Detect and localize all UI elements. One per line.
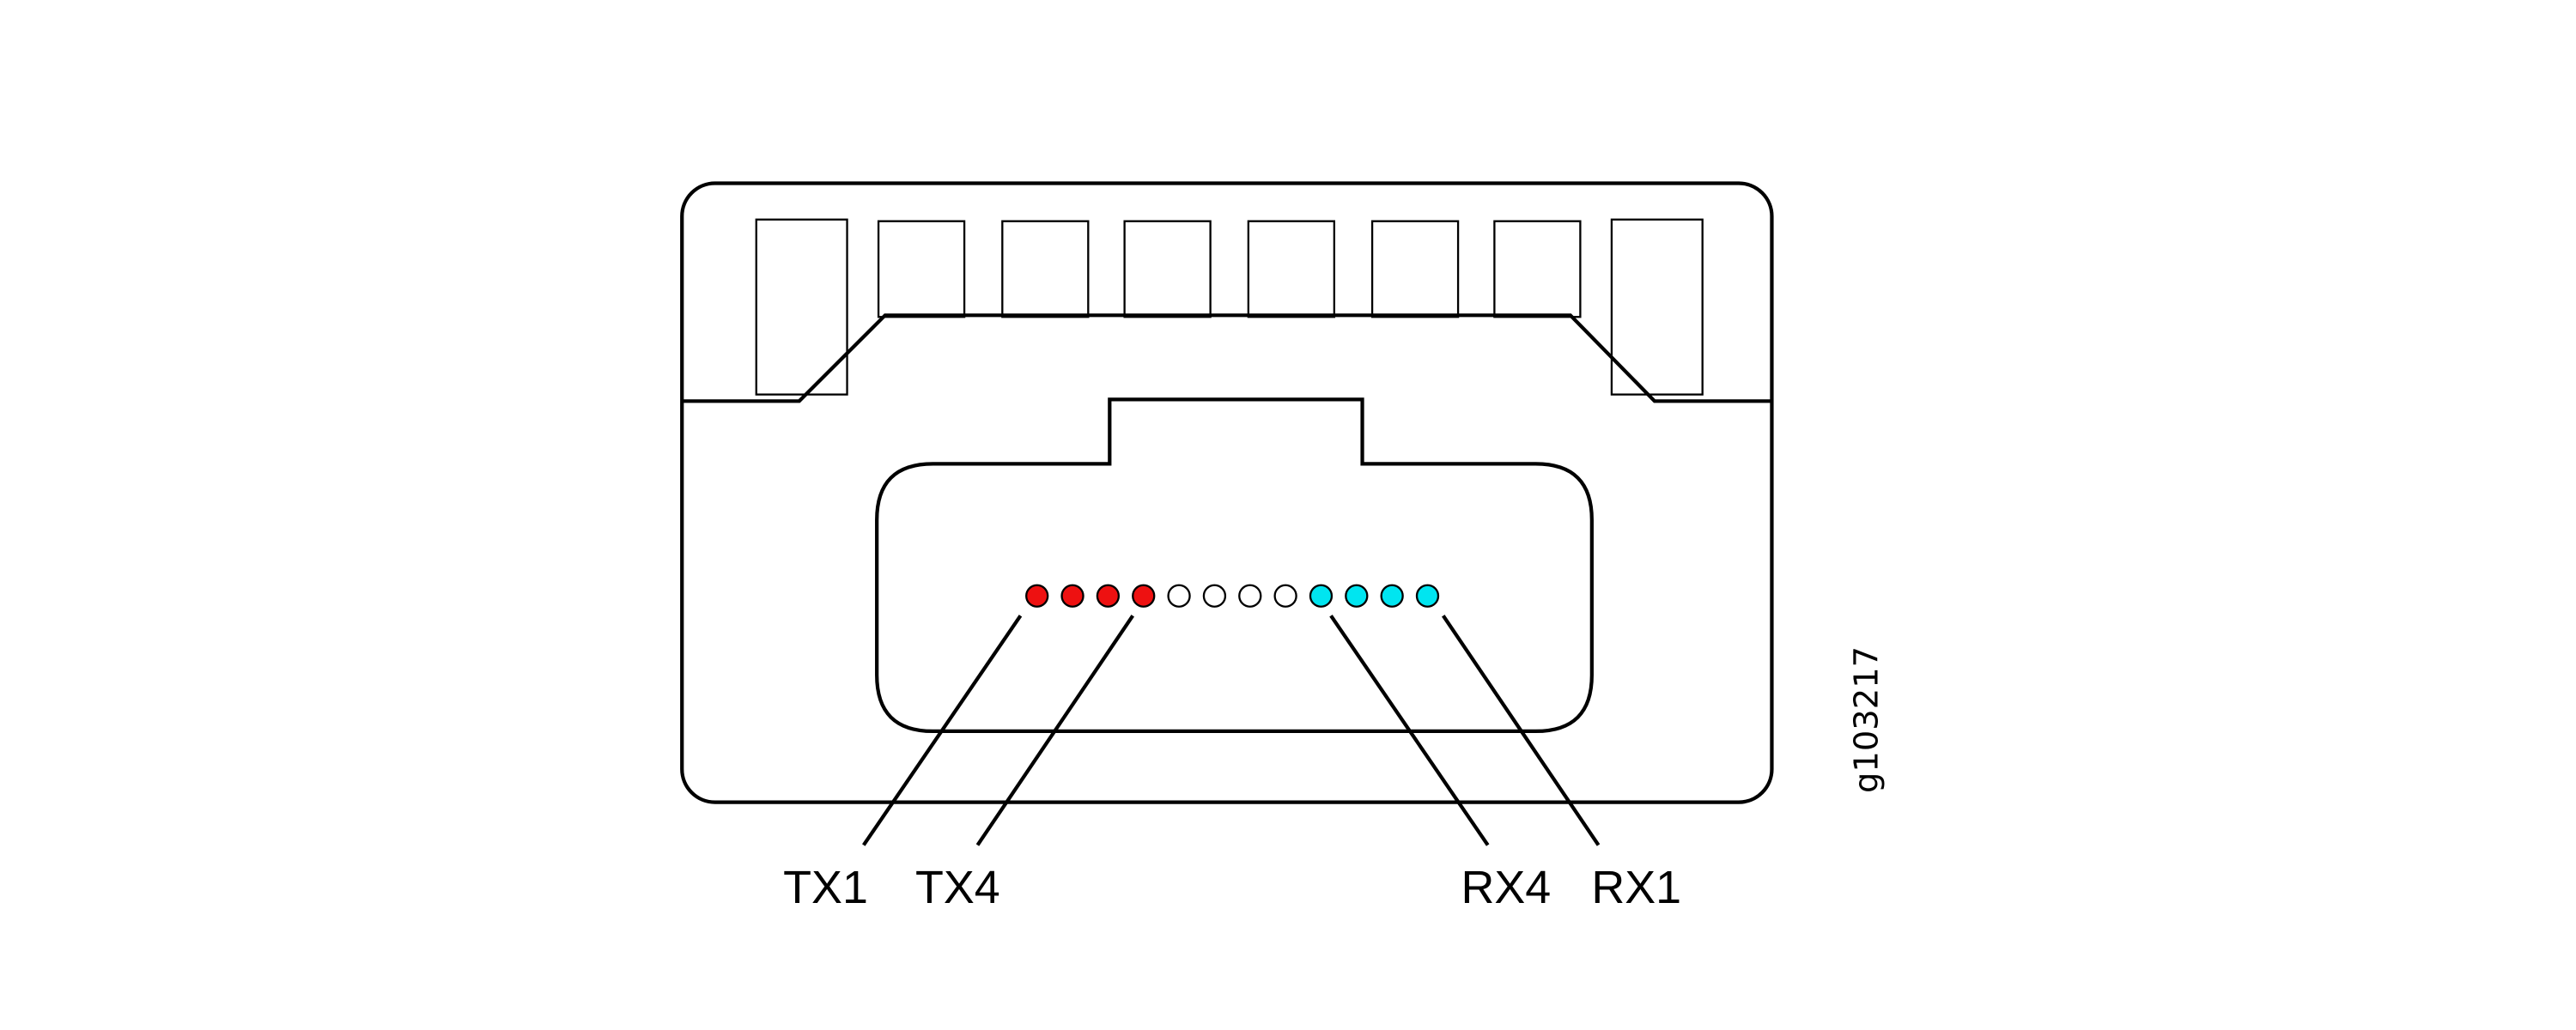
pin-8	[1273, 584, 1297, 608]
label-rx4: RX4	[1461, 862, 1551, 913]
label-tx4: TX4	[915, 862, 1000, 913]
pin-7	[1238, 584, 1262, 608]
leader-line-rx4	[1329, 615, 1490, 846]
leader-line-tx4	[975, 615, 1134, 846]
shell-divider-line	[682, 313, 1772, 403]
pin-4	[1132, 584, 1156, 608]
pin-11	[1380, 584, 1404, 608]
pin-row	[1025, 584, 1440, 608]
leader-line-tx1	[862, 615, 1023, 846]
pin-12	[1415, 584, 1440, 608]
leader-line-rx1	[1442, 615, 1601, 846]
connector-outer-body	[680, 181, 1774, 804]
latch-slot	[1610, 218, 1704, 396]
pin-2	[1060, 584, 1084, 608]
receptacle-opening	[875, 397, 1594, 734]
leader-lines	[862, 615, 1601, 846]
latch-slots	[755, 218, 1704, 396]
latch-slot	[755, 218, 848, 396]
pin-3	[1096, 584, 1121, 608]
pin-10	[1345, 584, 1369, 608]
pin-5	[1167, 584, 1191, 608]
latch-slot	[1247, 220, 1335, 318]
label-tx1: TX1	[783, 862, 868, 913]
latch-slot	[1001, 220, 1090, 318]
latch-slot	[1123, 220, 1212, 318]
pin-1	[1025, 584, 1049, 608]
pin-9	[1309, 584, 1334, 608]
label-rx1: RX1	[1591, 862, 1681, 913]
figure-id: g103217	[1848, 646, 1886, 793]
pin-6	[1202, 584, 1227, 608]
latch-slot	[1370, 220, 1460, 318]
latch-slot	[877, 220, 966, 318]
latch-slot	[1493, 220, 1582, 318]
